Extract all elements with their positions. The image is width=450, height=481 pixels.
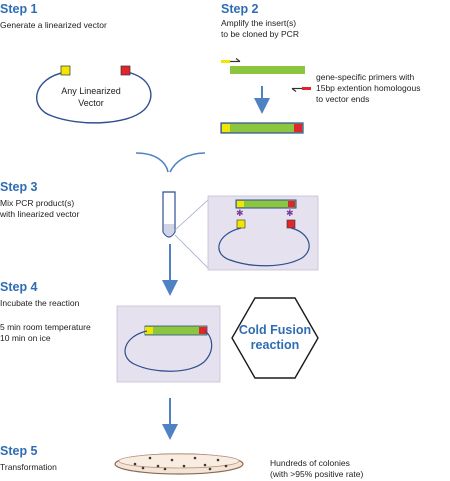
forward-primer-tail — [221, 60, 230, 63]
step3-description: Mix PCR product(s) with linearized vecto… — [0, 198, 80, 219]
amplified-product — [220, 122, 304, 134]
zoom-line — [174, 199, 209, 231]
panel-insert — [235, 199, 297, 209]
vector-end-yellow — [60, 65, 71, 76]
primer-note: gene-specific primers with 15bp extentio… — [316, 72, 421, 104]
step1-description: Generate a linearized vector — [0, 20, 107, 30]
mix-panel: ✱ ✱ — [207, 195, 319, 271]
cold-fusion-label: Cold Fusion reaction — [238, 323, 312, 352]
step4-description: Incubate the reaction — [0, 298, 80, 308]
panel-vector-end-red — [286, 219, 296, 229]
step1-title: Step 1 — [0, 2, 38, 16]
svg-text:✱: ✱ — [286, 209, 294, 219]
step4-title: Step 4 — [0, 280, 38, 294]
zoom-line — [174, 234, 209, 269]
step2-description: Amplify the insert(s) to be cloned by PC… — [221, 18, 299, 39]
merge-arrows — [135, 152, 206, 173]
incubation-times: 5 min room temperature 10 min on ice — [0, 322, 91, 343]
step5-description: Transformation — [0, 462, 57, 472]
pcr-insert-diagram — [220, 58, 311, 134]
svg-text:✱: ✱ — [236, 209, 244, 219]
colonies-note: Hundreds of colonies (with >95% positive… — [270, 458, 364, 479]
linearized-vector — [36, 65, 152, 124]
step3-title: Step 3 — [0, 180, 38, 194]
incubation-panel — [116, 305, 221, 383]
petri-dish — [114, 453, 244, 475]
insert-bar — [230, 66, 305, 74]
panel-vector-end-yellow — [236, 219, 246, 229]
step2-title: Step 2 — [221, 2, 259, 16]
reaction-tube — [162, 191, 176, 238]
cold-fusion-hexagon — [231, 297, 319, 379]
reverse-primer-tail — [302, 87, 311, 90]
vector-label: Any Linearized Vector — [61, 86, 121, 108]
step5-title: Step 5 — [0, 444, 38, 458]
vector-end-red — [120, 65, 131, 76]
fused-insert — [144, 325, 208, 336]
